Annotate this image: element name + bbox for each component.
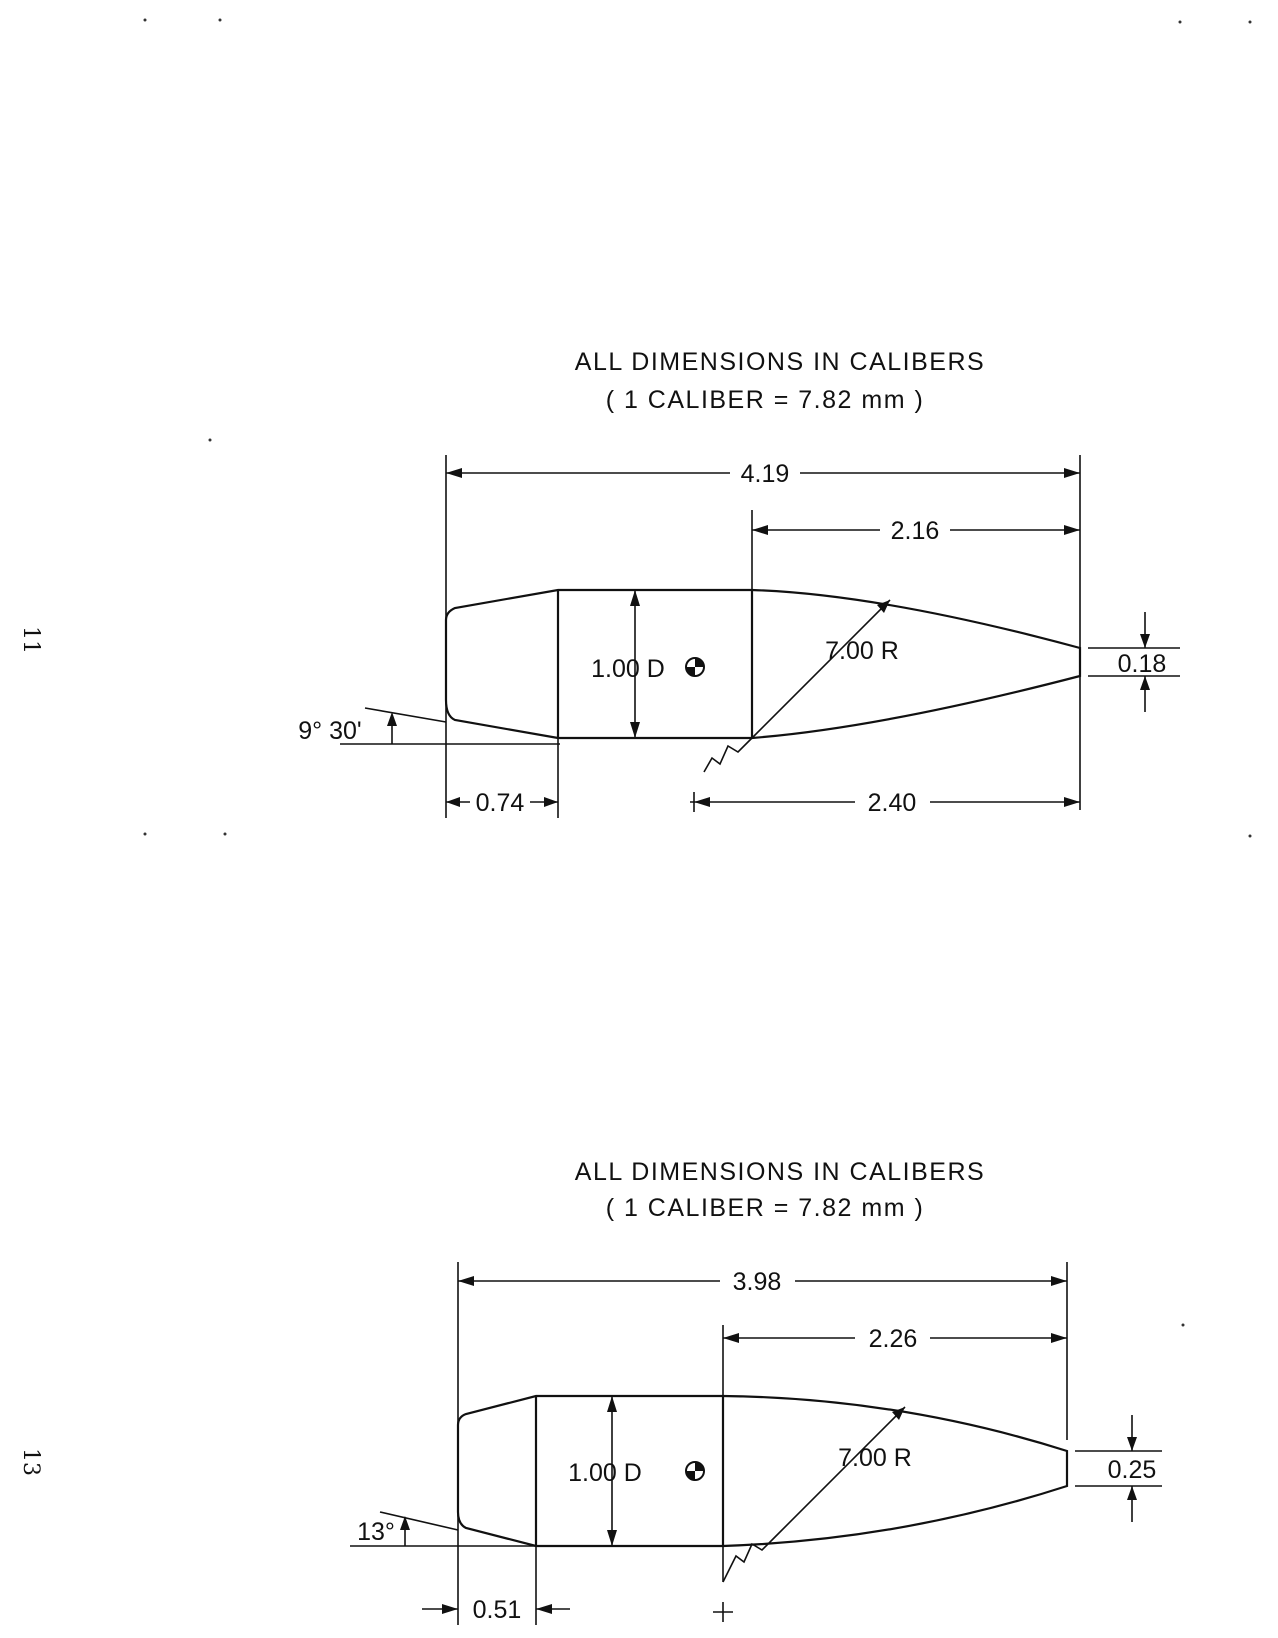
figure1-subtitle: ( 1 CALIBER = 7.82 mm ) bbox=[606, 386, 925, 414]
ogive-radius-label-1: 7.00 R bbox=[825, 637, 899, 665]
figure1-title: ALL DIMENSIONS IN CALIBERS bbox=[575, 348, 985, 376]
center-of-gravity-icon-2 bbox=[685, 1461, 705, 1481]
projectile-outline-1 bbox=[444, 588, 1082, 740]
radius-leader-1 bbox=[703, 599, 891, 773]
figure2-title: ALL DIMENSIONS IN CALIBERS bbox=[575, 1158, 985, 1186]
body-diameter-label-1: 1.00 D bbox=[591, 655, 665, 683]
overall-length-label-1: 4.19 bbox=[741, 460, 790, 488]
body-diameter-label-2: 1.00 D bbox=[568, 1459, 642, 1487]
nose-length-label-1: 2.16 bbox=[891, 517, 940, 545]
scan-specks bbox=[143, 18, 1252, 1327]
figure2-subtitle: ( 1 CALIBER = 7.82 mm ) bbox=[606, 1194, 925, 1222]
boattail-angle-label-2: 13° bbox=[357, 1518, 395, 1546]
radius-leader-2 bbox=[722, 1406, 906, 1583]
projectile-outline-2 bbox=[456, 1394, 1069, 1548]
meplat-diameter-label-1: 0.18 bbox=[1118, 650, 1167, 678]
page-number-bottom: 13 bbox=[18, 1448, 43, 1476]
page-number-top: 11 bbox=[18, 626, 43, 654]
overall-length-label-2: 3.98 bbox=[733, 1268, 782, 1296]
center-of-gravity-icon-1 bbox=[685, 657, 705, 677]
meplat-diameter-label-2: 0.25 bbox=[1108, 1456, 1157, 1484]
projectile-drawing-2: ALL DIMENSIONS IN CALIBERS ( 1 CALIBER =… bbox=[350, 1158, 1162, 1625]
nose-length-label-2: 2.26 bbox=[869, 1325, 918, 1353]
radius-offset-label-1: 2.40 bbox=[868, 789, 917, 817]
ogive-radius-label-2: 7.00 R bbox=[838, 1444, 912, 1472]
boattail-length-label-2: 0.51 bbox=[473, 1596, 522, 1624]
boattail-length-label-1: 0.74 bbox=[476, 789, 525, 817]
projectile-drawing-1: ALL DIMENSIONS IN CALIBERS ( 1 CALIBER =… bbox=[298, 348, 1180, 818]
boattail-angle-label-1: 9° 30' bbox=[298, 717, 361, 745]
